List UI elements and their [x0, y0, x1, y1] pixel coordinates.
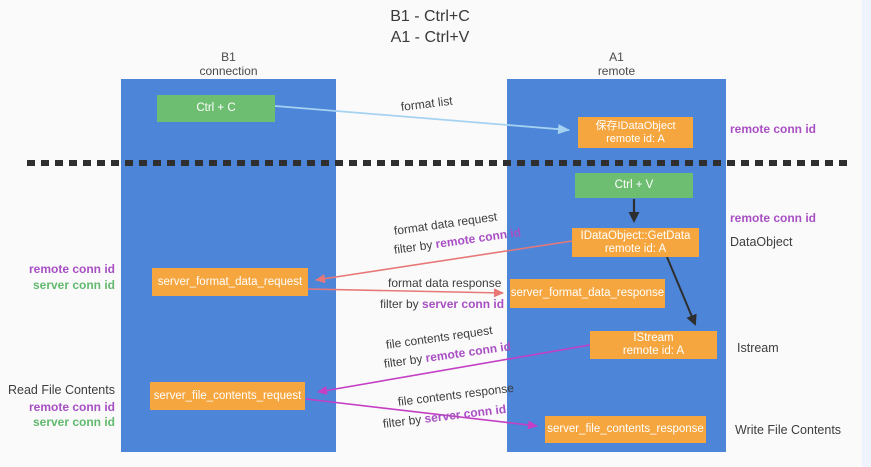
label-write-file-contents: Write File Contents — [735, 423, 842, 437]
node-ctrl-v: Ctrl + V — [575, 173, 693, 198]
node-server-file-contents-response-label: server_file_contents_response — [547, 423, 704, 435]
title-line-1: B1 - Ctrl+C — [390, 8, 470, 25]
node-save-idataobject: 保存IDataObject remote id: A — [578, 117, 693, 148]
window-edge-strip — [862, 0, 871, 467]
label-server-conn-id-left-bottom: server conn id — [32, 415, 115, 429]
label-filter-server-1: filter by server conn id — [380, 297, 504, 311]
filter-by-text: filter by — [380, 297, 419, 311]
node-istream-line2: remote id: A — [622, 345, 685, 357]
label-server-conn-id-left-top: server conn id — [32, 278, 115, 292]
label-istream: Istream — [737, 341, 779, 355]
label-read-file-contents: Read File Contents — [7, 383, 115, 397]
node-server-format-data-response: server_format_data_response — [510, 279, 665, 308]
filter-by-text: filter by — [382, 412, 423, 431]
label-remote-conn-id-right-mid: remote conn id — [730, 211, 817, 225]
lane-b1-role: connection — [199, 64, 258, 78]
node-idataobject-getdata: IDataObject::GetData remote id: A — [572, 228, 699, 257]
lane-a1-role: remote — [597, 64, 636, 78]
lane-header-b1: B1 connection — [121, 50, 336, 78]
node-ctrl-c-label: Ctrl + C — [196, 102, 236, 114]
lane-b1-name: B1 — [221, 50, 236, 64]
node-server-file-contents-request-label: server_file_contents_request — [153, 389, 302, 402]
node-server-format-data-request: server_format_data_request — [152, 268, 308, 296]
node-getdata-line2: remote id: A — [604, 242, 667, 255]
filter-by-text: filter by — [383, 351, 424, 371]
node-server-format-data-request-label: server_format_data_request — [157, 275, 303, 288]
node-getdata-line1: IDataObject::GetData — [580, 229, 691, 242]
diagram-title: B1 - Ctrl+C A1 - Ctrl+V — [0, 6, 860, 48]
filter-by-text: filter by — [393, 237, 434, 257]
label-remote-conn-id-left-top: remote conn id — [28, 262, 115, 276]
node-ctrl-v-label: Ctrl + V — [614, 179, 654, 191]
label-dataobject: DataObject — [730, 235, 793, 249]
node-server-file-contents-response: server_file_contents_response — [545, 416, 706, 443]
title-line-2: A1 - Ctrl+V — [390, 29, 470, 46]
node-server-file-contents-request: server_file_contents_request — [150, 382, 305, 410]
lane-header-a1: A1 remote — [507, 50, 726, 78]
node-save-idataobject-line2: remote id: A — [606, 132, 665, 145]
label-remote-conn-id-right-top: remote conn id — [730, 122, 817, 136]
lane-a1-name: A1 — [609, 50, 624, 64]
server-conn-id-text: server conn id — [423, 401, 507, 426]
label-format-list: format list — [400, 93, 454, 114]
server-conn-id-text: server conn id — [422, 297, 505, 311]
node-save-idataobject-line1: 保存IDataObject — [595, 119, 676, 132]
node-ctrl-c: Ctrl + C — [157, 95, 275, 122]
node-istream-line1: IStream — [633, 332, 674, 344]
node-istream: IStream remote id: A — [590, 331, 717, 359]
node-server-format-data-response-label: server_format_data_response — [510, 287, 665, 299]
label-remote-conn-id-left-bottom: remote conn id — [28, 400, 115, 414]
label-format-data-response: format data response — [388, 276, 502, 290]
